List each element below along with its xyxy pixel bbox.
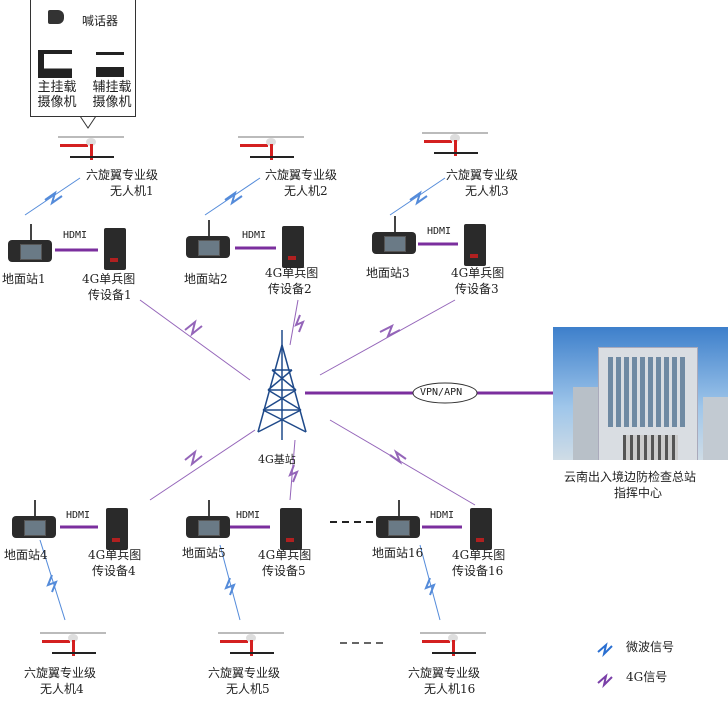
command-center-image xyxy=(553,327,728,460)
legend-4g-label: 4G信号 xyxy=(626,670,668,684)
station-16-label: 地面站16 xyxy=(372,546,424,560)
command-center-line1: 云南出入境边防检查总站 xyxy=(564,470,697,484)
microwave-link-16 xyxy=(419,544,441,621)
tx-2-label-line2: 传设备2 xyxy=(268,282,312,296)
ground-station-icon-1 xyxy=(8,224,52,262)
transmitter-icon-16 xyxy=(470,508,492,550)
drone-icon-2 xyxy=(228,128,314,166)
drone-icon-5 xyxy=(208,624,294,662)
ground-station-icon-2 xyxy=(186,220,230,258)
drone-2-label-line1: 六旋翼专业级 xyxy=(265,168,338,182)
drone-2-label-line2: 无人机2 xyxy=(284,184,328,198)
aux-camera-label: 辅挂载 摄像机 xyxy=(92,80,132,110)
drone-icon-4 xyxy=(30,624,116,662)
command-center-line2: 指挥中心 xyxy=(614,486,663,500)
tx-3-label-line2: 传设备3 xyxy=(455,282,499,296)
drone-16-label-line1: 六旋翼专业级 xyxy=(408,666,481,680)
vpn-label: VPN/APN xyxy=(420,387,463,398)
aux-camera-icon xyxy=(96,52,124,77)
station-3-label: 地面站3 xyxy=(366,266,410,280)
cloud-icon xyxy=(412,382,478,404)
drone-4-label-line2: 无人机4 xyxy=(40,682,84,696)
main-camera-label: 主挂载 摄像机 xyxy=(37,80,77,110)
ground-station-icon-5 xyxy=(186,500,230,538)
tx-4-label-line2: 传设备4 xyxy=(92,564,136,578)
station-5-label: 地面站5 xyxy=(182,546,226,560)
4g-link-16 xyxy=(329,419,476,506)
megaphone-label: 喊话器 xyxy=(82,14,119,28)
transmitter-icon-5 xyxy=(280,508,302,550)
drone-5-label-line1: 六旋翼专业级 xyxy=(208,666,281,680)
legend-4g-icon xyxy=(597,673,613,689)
ground-station-icon-4 xyxy=(12,500,56,538)
tx-4-label-line1: 4G单兵图 xyxy=(88,548,142,562)
main-camera-icon xyxy=(38,50,72,78)
ground-station-icon-16 xyxy=(376,500,420,538)
microwave-link-2 xyxy=(204,177,261,216)
transmitter-icon-1 xyxy=(104,228,126,270)
transmitter-icon-3 xyxy=(464,224,486,266)
drone-icon-16 xyxy=(410,624,496,662)
tower-icon xyxy=(257,330,307,440)
drone-icon-1 xyxy=(48,128,134,166)
station-2-label: 地面站2 xyxy=(184,272,228,286)
drone-5-label-line2: 无人机5 xyxy=(226,682,270,696)
drone-3-label-line2: 无人机3 xyxy=(465,184,509,198)
drone-4-label-line1: 六旋翼专业级 xyxy=(24,666,97,680)
drone-icon-3 xyxy=(412,124,498,162)
microwave-link-3 xyxy=(389,177,446,216)
megaphone-icon xyxy=(48,10,64,24)
tx-3-label-line1: 4G单兵图 xyxy=(451,266,505,280)
tx-16-label-line1: 4G单兵图 xyxy=(452,548,506,562)
hdmi-label-1: HDMI xyxy=(63,230,88,241)
microwave-link-4 xyxy=(39,539,66,621)
tx-1-label-line1: 4G单兵图 xyxy=(82,272,136,286)
tx-5-label-line1: 4G单兵图 xyxy=(258,548,312,562)
legend-microwave-label: 微波信号 xyxy=(626,640,675,654)
microwave-link-1 xyxy=(24,177,81,216)
hdmi-label-4: HDMI xyxy=(66,510,91,521)
tx-2-label-line1: 4G单兵图 xyxy=(265,266,319,280)
4g-link-4 xyxy=(149,429,256,501)
transmitter-icon-4 xyxy=(106,508,128,550)
station-4-label: 地面站4 xyxy=(4,548,48,562)
drone-1-label-line2: 无人机1 xyxy=(110,184,154,198)
drone-3-label-line1: 六旋翼专业级 xyxy=(446,168,519,182)
4g-link-3 xyxy=(319,299,456,376)
drone-16-label-line2: 无人机16 xyxy=(424,682,476,696)
station-1-label: 地面站1 xyxy=(2,272,46,286)
ground-station-icon-3 xyxy=(372,216,416,254)
4g-link-1 xyxy=(139,299,251,381)
tx-5-label-line2: 传设备5 xyxy=(262,564,306,578)
drone-1-label-line1: 六旋翼专业级 xyxy=(86,168,159,182)
transmitter-icon-2 xyxy=(282,226,304,268)
4g-link-2 xyxy=(289,299,299,346)
microwave-link-5 xyxy=(219,544,241,621)
hdmi-label-3: HDMI xyxy=(427,226,452,237)
tx-16-label-line2: 传设备16 xyxy=(452,564,504,578)
hdmi-label-2: HDMI xyxy=(242,230,267,241)
tx-1-label-line2: 传设备1 xyxy=(88,288,132,302)
legend-microwave-icon xyxy=(597,642,613,658)
hdmi-label-5: HDMI xyxy=(236,510,261,521)
hdmi-label-16: HDMI xyxy=(430,510,455,521)
tower-label: 4G基站 xyxy=(258,453,296,466)
